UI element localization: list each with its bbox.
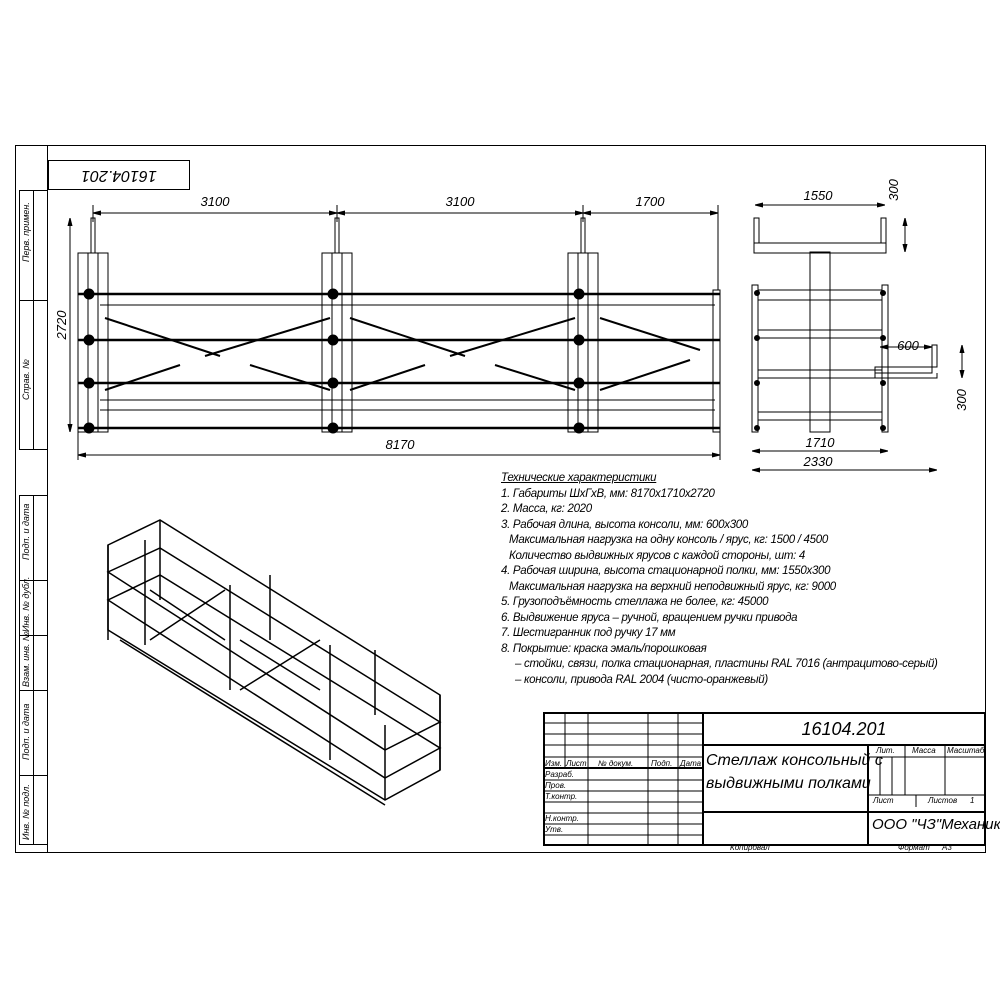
header-change: Изм. xyxy=(545,759,563,768)
header-date: Дата xyxy=(680,759,702,768)
role-approved: Утв. xyxy=(545,825,564,834)
spec-line: 2. Масса, кг: 2020 xyxy=(501,503,592,515)
rack-post xyxy=(77,252,109,433)
label-format: Формат xyxy=(898,843,930,852)
label-sheet: Лист xyxy=(873,796,894,805)
header-signature: Подп. xyxy=(651,759,673,768)
dim-console-length: 600 xyxy=(897,338,919,353)
rack-post xyxy=(321,252,353,433)
rack-post xyxy=(580,217,586,254)
label-sheets: Листов xyxy=(928,796,958,805)
role-developer: Разраб. xyxy=(545,770,574,779)
company-name: ООО "ЧЗ"Механика" xyxy=(872,816,1000,833)
format-value: А3 xyxy=(942,843,952,852)
title-block xyxy=(543,712,986,846)
spec-line: 4. Рабочая ширина, высота стационарной п… xyxy=(501,565,831,577)
title-drawing-number: 16104.201 xyxy=(801,719,887,739)
technical-specs: Технические характеристики 1. Габариты Ш… xyxy=(501,471,938,688)
product-name-line1: Стеллаж консольный с xyxy=(706,752,883,769)
spec-line: 1. Габариты ШхГхВ, мм: 8170х1710х2720 xyxy=(501,487,715,500)
title-block-grid xyxy=(543,712,986,846)
spec-line: – консоли, привода RAL 2004 (чисто-оранж… xyxy=(515,673,768,686)
rack-post xyxy=(573,288,585,300)
rack-post xyxy=(327,377,339,389)
dim-shelf-height: 300 xyxy=(886,178,901,200)
product-name-line2: выдвижными полками xyxy=(706,775,871,792)
dim-span-1: 3100 xyxy=(201,194,231,209)
dim-depth: 2330 xyxy=(803,454,834,469)
dim-span-3: 1700 xyxy=(636,194,666,209)
spec-line: Максимальная нагрузка на одну консоль / … xyxy=(509,534,828,546)
spec-line: 7. Шестигранник под ручку 17 мм xyxy=(501,627,676,639)
rack-post xyxy=(90,217,96,254)
spec-line: Максимальная нагрузка на верхний неподви… xyxy=(509,580,836,593)
spec-line: – стойки, связи, полка стационарная, пла… xyxy=(515,658,938,670)
header-doc-number: № докум. xyxy=(598,759,634,768)
spec-line: 3. Рабочая длина, высота консоли, мм: 60… xyxy=(501,518,748,531)
dim-base: 1710 xyxy=(806,435,836,450)
rotated-number-stamp: 16104.201 xyxy=(48,160,190,190)
label-lit: Лит. xyxy=(876,746,895,755)
rack-post xyxy=(83,334,95,346)
isometric-view xyxy=(106,519,442,806)
rack-post xyxy=(567,252,599,433)
rack-post xyxy=(334,217,340,254)
front-view: 3100 3100 1700 2720 8170 xyxy=(54,194,721,460)
spec-line: 6. Выдвижение яруса – ручной, вращением … xyxy=(501,611,798,624)
rack-post xyxy=(327,422,339,434)
spec-line: 5. Грузоподъёмность стеллажа не более, к… xyxy=(501,596,769,608)
rack-post xyxy=(327,334,339,346)
rack-post xyxy=(573,377,585,389)
dim-shelf-width: 1550 xyxy=(804,188,834,203)
spec-line: 8. Покрытие: краска эмаль/порошковая xyxy=(501,642,707,655)
label-scale: Масштаб xyxy=(947,746,985,755)
rack-post xyxy=(327,288,339,300)
role-tech-control: Т.контр. xyxy=(545,792,578,801)
dim-height: 2720 xyxy=(54,310,69,341)
role-norm-control: Н.контр. xyxy=(545,814,579,823)
role-checker: Пров. xyxy=(545,781,567,790)
header-sheet: Лист xyxy=(566,759,587,768)
rack-post xyxy=(83,288,95,300)
dim-console-height: 300 xyxy=(954,388,969,410)
rack-post xyxy=(573,422,585,434)
specs-title: Технические характеристики xyxy=(501,472,657,484)
side-view: 1550 300 600 300 1710 2330 xyxy=(751,178,969,470)
label-mass: Масса xyxy=(912,746,936,755)
label-copied: Копировал xyxy=(730,843,770,852)
dim-span-2: 3100 xyxy=(446,194,476,209)
rack-post xyxy=(83,422,95,434)
sheets-value: 1 xyxy=(970,796,975,805)
rack-post xyxy=(83,377,95,389)
rack-post xyxy=(573,334,585,346)
spec-line: Количество выдвижных ярусов с каждой сто… xyxy=(509,549,806,562)
dim-length: 8170 xyxy=(386,437,416,452)
